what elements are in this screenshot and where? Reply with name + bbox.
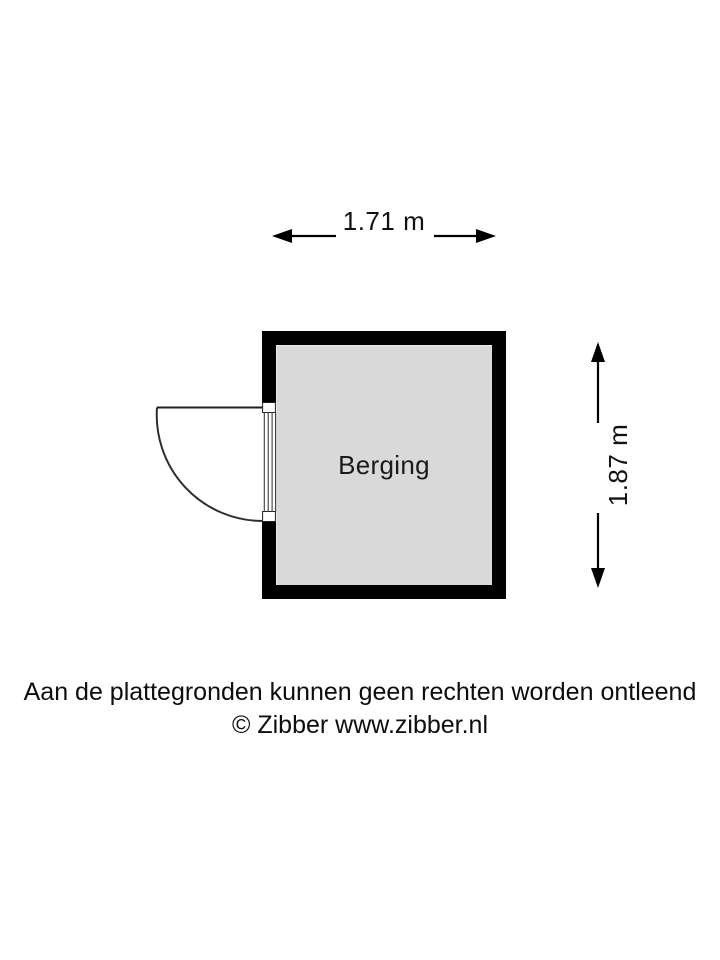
arrow-down-icon: [591, 568, 605, 588]
copyright-text: © Zibber www.zibber.nl: [231, 711, 489, 739]
door-opening-in-wall: [262, 402, 277, 522]
dimension-vertical-label: 1.87 m: [603, 423, 633, 507]
dimension-vertical-arrow-line: [591, 342, 605, 588]
arrow-up-icon: [591, 342, 605, 362]
dimension-horizontal-label: 1.71 m: [342, 206, 426, 236]
arrow-right-icon: [476, 229, 496, 243]
dimension-horizontal: 1.71 m: [262, 206, 506, 266]
dimension-vertical: 1.87 m: [560, 331, 640, 599]
footer-disclaimer: Aan de plattegronden kunnen geen rechten…: [0, 676, 720, 742]
door-swing-arc: [155, 407, 263, 522]
room-interior-fill: [276, 345, 492, 585]
dimension-horizontal-arrow-line: [272, 229, 496, 243]
door-swing-graphic: [155, 406, 263, 522]
arrow-left-icon: [272, 229, 292, 243]
door-swing-icon: [140, 390, 280, 540]
door-jamb-bottom: [262, 511, 276, 522]
disclaimer-text: Aan de plattegronden kunnen geen rechten…: [23, 678, 697, 706]
room-berging: Berging: [262, 331, 506, 599]
